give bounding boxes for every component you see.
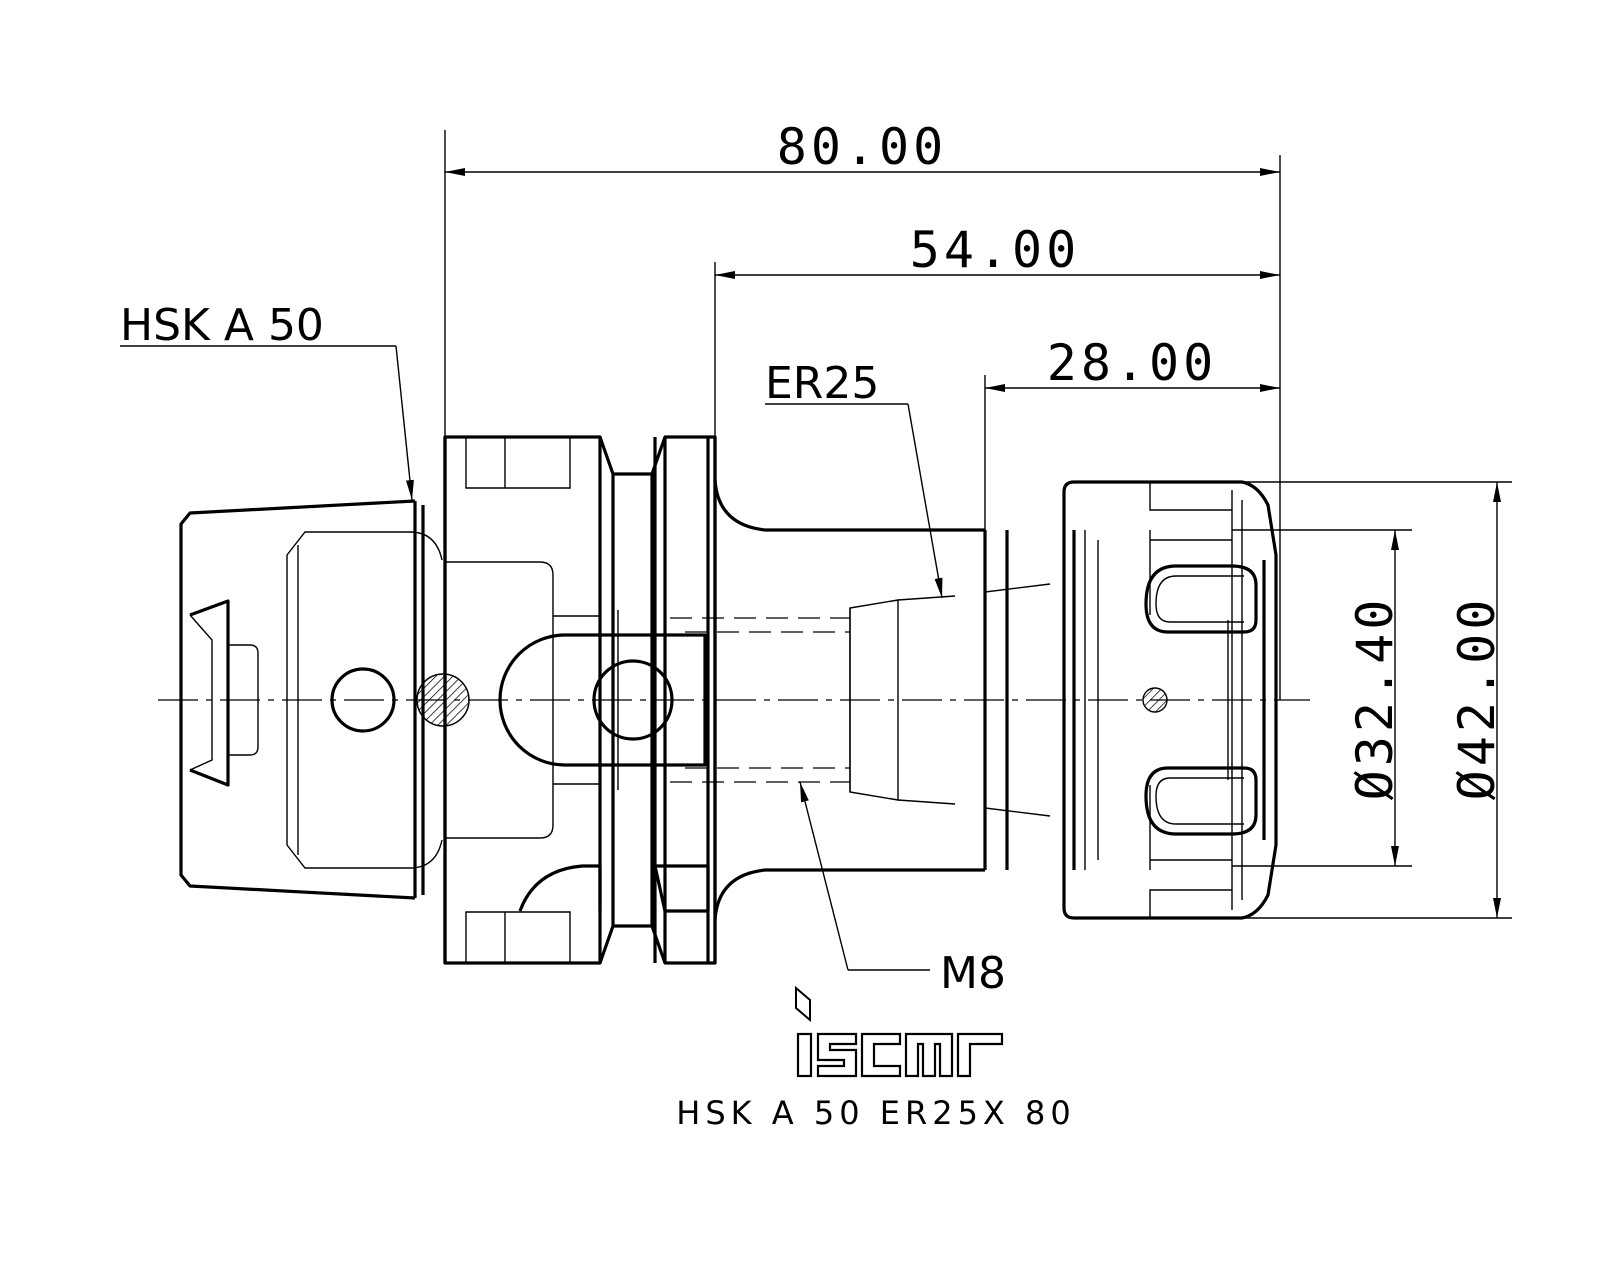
nut-slot-top: [1144, 564, 1258, 634]
dim-overall-length-text: 80.00: [777, 118, 948, 176]
dim-flange-to-end-text: 54.00: [910, 221, 1081, 279]
dim-nut-outer-diameter: Ø42.00: [1242, 481, 1512, 919]
dim-nut-outer-diameter-text: Ø42.00: [1448, 596, 1506, 801]
callout-shank-text: HSK A 50: [120, 300, 324, 351]
callout-thread-text: M8: [940, 948, 1006, 999]
callout-collet: ER25: [765, 358, 943, 599]
callout-collet-text: ER25: [765, 358, 879, 409]
hsk-shank: [179, 499, 470, 900]
iscar-logo: iscar: [0, 0, 1004, 1078]
body: [670, 479, 1051, 921]
cross-bolt: [498, 633, 707, 767]
dim-overall-length: 80.00: [444, 118, 1281, 700]
drawing-caption: HSK A 50 ER25X 80: [676, 1094, 1075, 1132]
callout-shank: HSK A 50: [120, 300, 414, 501]
flange: [443, 435, 717, 965]
dim-nut-length: 28.00: [984, 334, 1280, 530]
dim-nut-inner-diameter-text: Ø32.40: [1346, 596, 1404, 801]
shank-hole: [330, 667, 396, 733]
nut-center-mark: [1142, 687, 1168, 713]
cross-bolt-hole: [592, 659, 674, 741]
logo-wordmark: iscar: [0, 0, 3, 1]
dim-flange-to-end: 54.00: [714, 221, 1280, 437]
callout-thread: M8: [799, 781, 1006, 999]
dim-nut-length-text: 28.00: [1047, 334, 1218, 392]
hatched-pin: [416, 673, 470, 727]
dim-nut-inner-diameter: Ø32.40: [1232, 529, 1412, 867]
nut-slot-bottom: [1144, 766, 1258, 836]
